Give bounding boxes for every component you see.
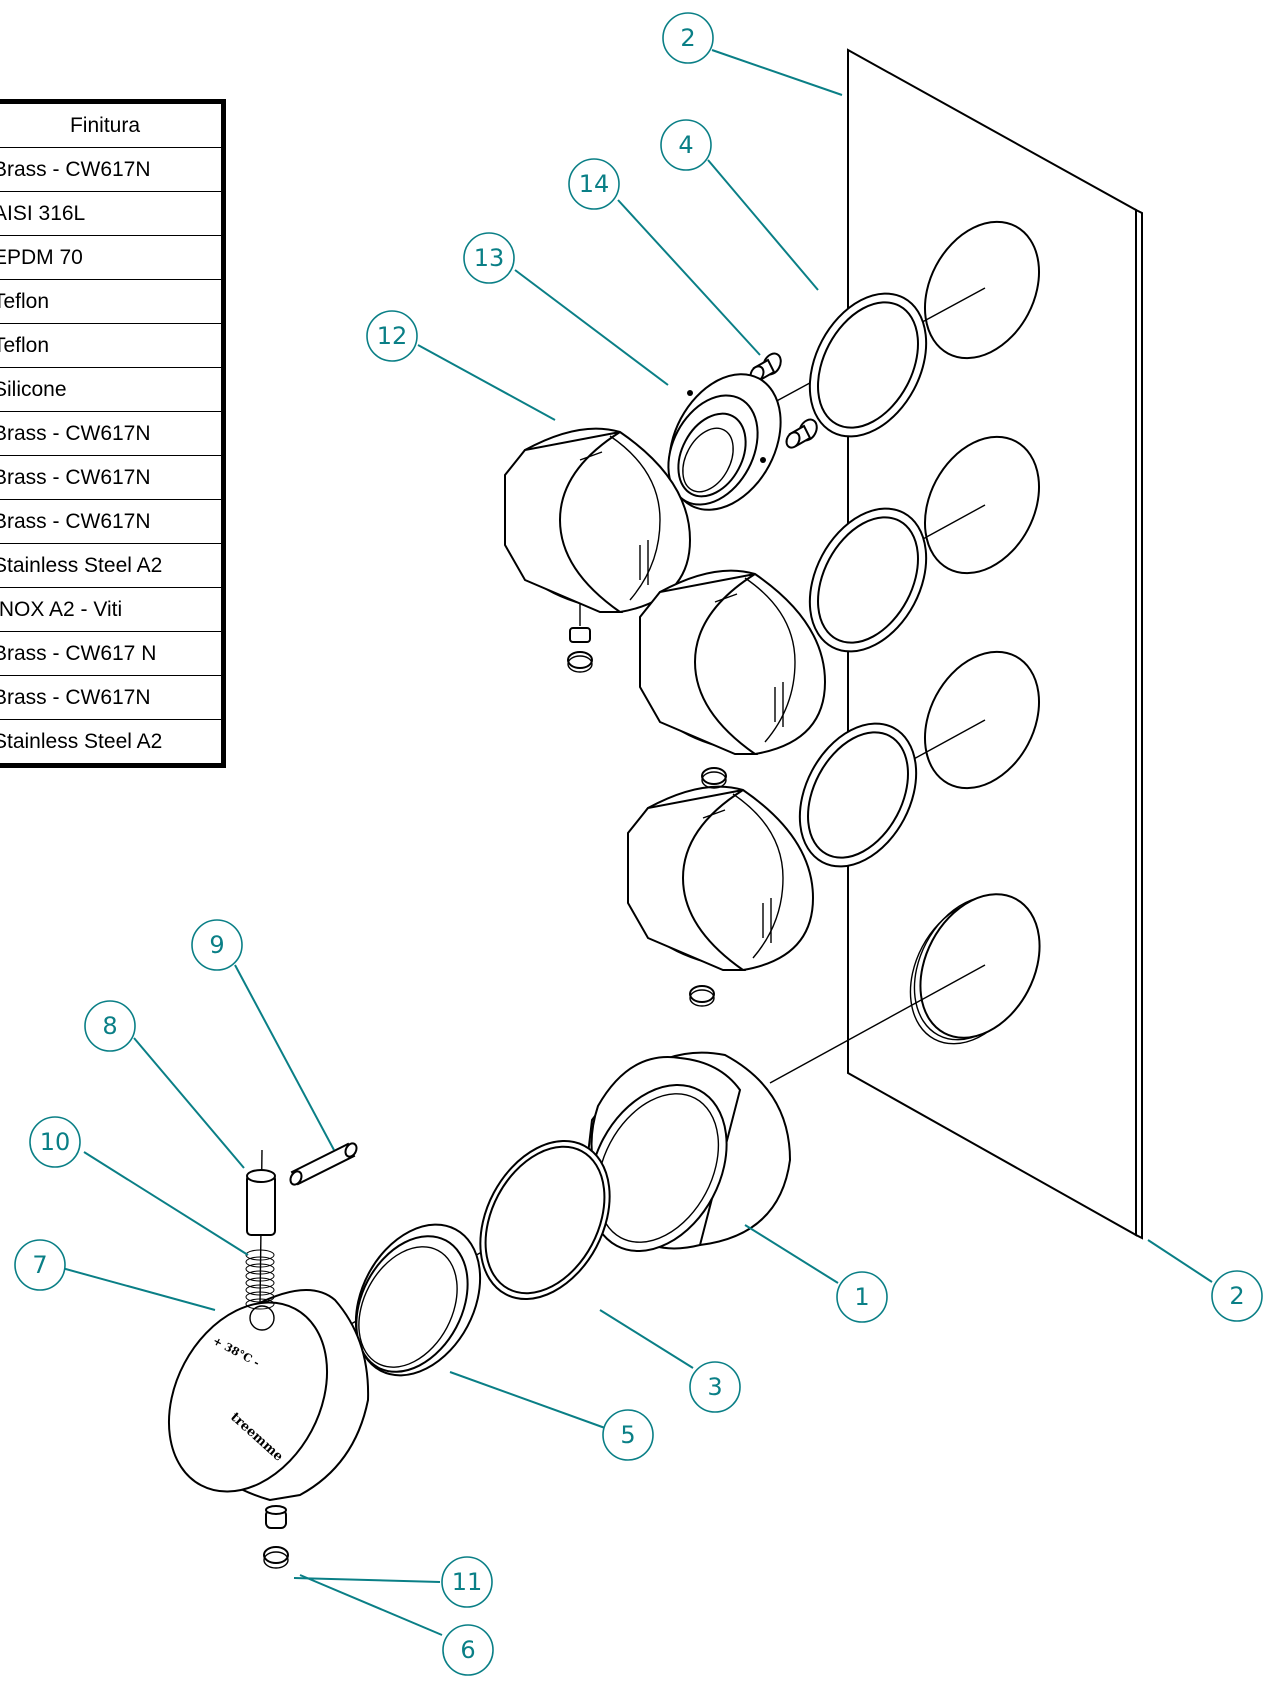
cap-6 — [263, 1546, 289, 1569]
sleeve-1 — [583, 1051, 792, 1252]
bom-row: Brass - CW617N — [0, 455, 224, 500]
handle-12-top — [504, 427, 692, 614]
bom-header-finitura: Finitura — [0, 101, 224, 148]
callout-7: 7 — [14, 1239, 66, 1291]
svg-text:6: 6 — [460, 1636, 475, 1664]
spring-10 — [245, 1249, 275, 1310]
bom-finitura-cell: Teflon — [0, 279, 224, 324]
callout-13: 13 — [463, 232, 515, 284]
o-ring-4-lower — [798, 722, 918, 868]
pin-8 — [246, 1169, 276, 1236]
bom-finitura-cell: INOX A2 - Viti — [0, 587, 224, 632]
svg-text:2: 2 — [1229, 1282, 1244, 1310]
callout-8: 8 — [84, 1000, 136, 1052]
callout-2-bottom: 2 — [1211, 1270, 1263, 1322]
bom-finitura-cell: Brass - CW617N — [0, 411, 224, 456]
bom-finitura-cell: Teflon — [0, 323, 224, 368]
handle-plugs — [567, 627, 727, 1007]
o-ring-3 — [479, 1139, 611, 1301]
callout-14: 14 — [568, 158, 620, 210]
callout-4: 4 — [660, 119, 712, 171]
callout-5: 5 — [602, 1409, 654, 1461]
svg-text:9: 9 — [209, 931, 224, 959]
bom-row: Brass - CW617N — [0, 499, 224, 544]
bom-row: Teflon — [0, 279, 224, 324]
callout-6: 6 — [442, 1624, 494, 1676]
bom-finitura-cell: Brass - CW617 N — [0, 631, 224, 676]
handle-12-middle — [639, 569, 827, 756]
bom-row: Stainless Steel A2 — [0, 543, 224, 588]
wall-plate — [847, 48, 1143, 1240]
callout-9: 9 — [191, 919, 243, 971]
svg-text:11: 11 — [452, 1568, 483, 1596]
callout-12: 12 — [366, 310, 418, 362]
bom-finitura-cell: Brass - CW617N — [0, 675, 224, 720]
svg-text:2: 2 — [680, 24, 695, 52]
callout-bubbles: 2 4 14 13 12 9 8 10 7 1 2 — [14, 12, 1263, 1676]
bom-row: Brass - CW617 N — [0, 631, 224, 676]
bom-finitura-cell: Stainless Steel A2 — [0, 719, 224, 766]
bom-row: Stainless Steel A2 — [0, 719, 224, 766]
svg-text:1: 1 — [854, 1283, 869, 1311]
pin-9 — [289, 1142, 358, 1186]
bom-row: Brass - CW617N — [0, 147, 224, 192]
bom-row: INOX A2 - Viti — [0, 587, 224, 632]
handle-12-lower — [627, 785, 815, 972]
callout-1: 1 — [836, 1271, 888, 1323]
svg-text:10: 10 — [40, 1128, 71, 1156]
callout-3: 3 — [689, 1361, 741, 1413]
bom-finitura-cell: Brass - CW617N — [0, 147, 224, 192]
bom-header-row: Finitura — [0, 101, 224, 148]
svg-text:3: 3 — [707, 1373, 722, 1401]
bom-finitura-cell: Stainless Steel A2 — [0, 543, 224, 588]
svg-text:13: 13 — [474, 244, 505, 272]
o-ring-4-top — [808, 292, 928, 438]
callout-leader-lines — [61, 49, 1213, 1636]
thermostatic-knob-7: + 38°C - treemme — [167, 1289, 370, 1502]
svg-text:7: 7 — [32, 1251, 47, 1279]
svg-text:4: 4 — [678, 131, 693, 159]
screw-14-bottom — [785, 418, 818, 449]
svg-text:14: 14 — [579, 170, 610, 198]
bom-row: Brass - CW617N — [0, 675, 224, 720]
bom-finitura-cell: Brass - CW617N — [0, 499, 224, 544]
bom-row: Teflon — [0, 323, 224, 368]
bom-row: Brass - CW617N — [0, 411, 224, 456]
svg-text:5: 5 — [620, 1421, 635, 1449]
flange-13 — [667, 373, 782, 511]
svg-text:8: 8 — [102, 1012, 117, 1040]
bom-finitura-cell: Brass - CW617N — [0, 455, 224, 500]
svg-text:12: 12 — [377, 322, 408, 350]
ring-5 — [354, 1223, 482, 1377]
callout-10: 10 — [29, 1116, 81, 1168]
plug-11 — [265, 1505, 287, 1529]
callout-11: 11 — [441, 1556, 493, 1608]
o-ring-4-middle — [808, 507, 928, 653]
callout-2-top: 2 — [662, 12, 714, 64]
